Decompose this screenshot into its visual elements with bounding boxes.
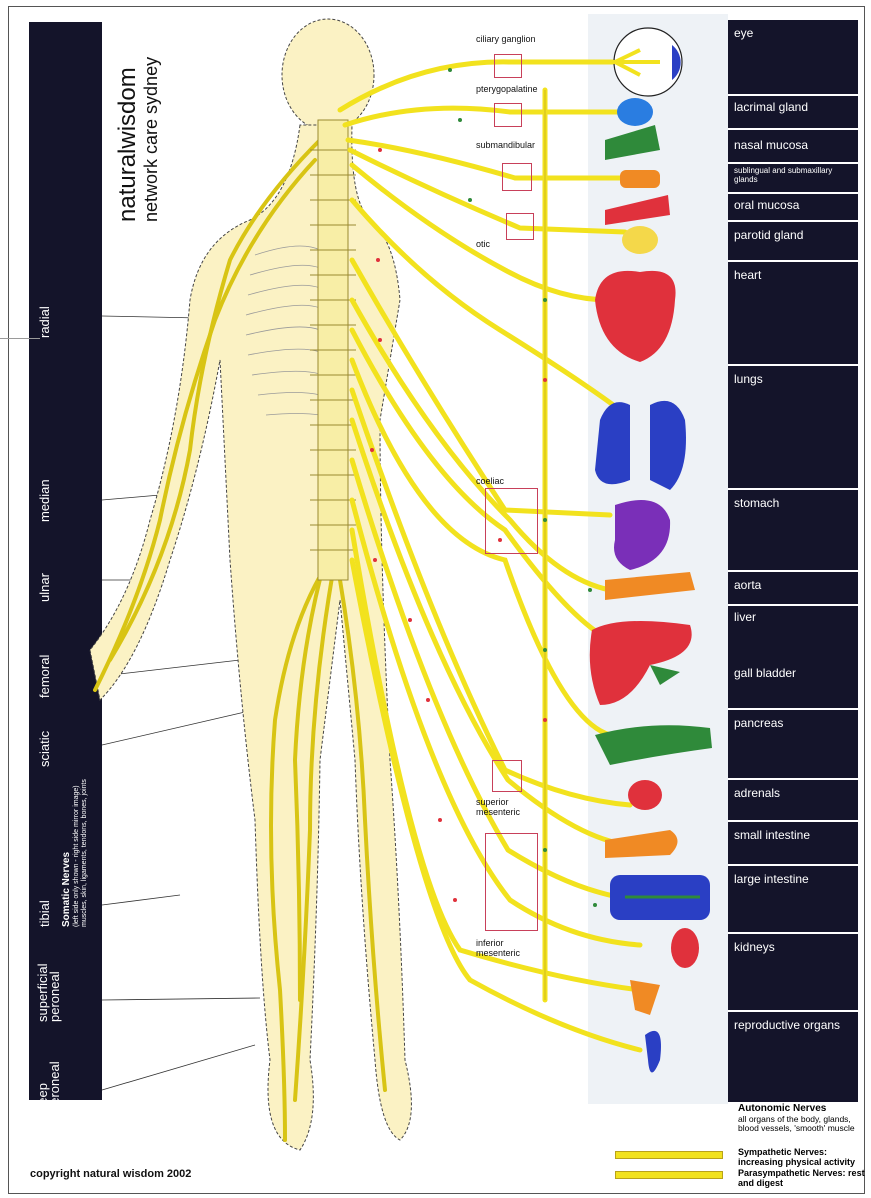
organ-lungs [595,401,686,490]
separator [728,778,858,780]
organ-label-small-intestine: small intestine [734,828,810,842]
legend-sympathetic-swatch [615,1151,723,1159]
ganglion-box-superior-mesenteric [492,760,522,792]
ganglion-label-coeliac: coeliac [476,476,504,486]
ganglion-label-inferior-mesenteric: inferior mesenteric [476,938,536,958]
ganglion-label-superior-mesenteric: superior mesenteric [476,797,536,817]
ganglion-label-submandibular: submandibular [476,140,535,150]
separator [728,488,858,490]
separator [728,192,858,194]
ganglion-box-pterygopalatine [494,103,522,127]
separator [728,570,858,572]
organ-label-eye: eye [734,26,753,40]
separator [728,94,858,96]
organ-kidneys [630,928,699,1015]
brand-name: naturalwisdom [115,57,141,222]
organ-heart [595,271,676,362]
organ-sublingual-glands [620,170,660,188]
ganglion-box-coeliac [485,488,538,554]
separator [728,864,858,866]
separator [728,364,858,366]
ganglion-label-ciliary: ciliary ganglion [476,34,536,44]
organ-label-gall-bladder: gall bladder [734,666,796,680]
separator [728,932,858,934]
organ-pancreas [595,725,712,765]
organ-adrenals [628,780,662,810]
organ-labels-bar: eye lacrimal gland nasal mucosa sublingu… [728,20,858,1102]
ganglion-box-ciliary [494,54,522,78]
organ-label-sublingual: sublingual and submaxillary glands [734,166,854,184]
organ-label-oral-mucosa: oral mucosa [734,198,799,212]
ganglion-box-otic [506,213,534,240]
legend-autonomic-description: all organs of the body, glands, blood ve… [738,1115,864,1133]
legend-sympathetic: Sympathetic Nerves: increasing physical … [738,1147,870,1167]
organ-label-heart: heart [734,268,761,282]
organ-lacrimal-gland [617,98,653,126]
ganglion-label-pterygopalatine: pterygopalatine [476,84,538,94]
organ-reproductive [645,1031,661,1073]
organ-label-lungs: lungs [734,372,763,386]
copyright-notice: copyright natural wisdom 2002 [30,1168,191,1180]
ganglion-label-otic: otic [476,239,490,249]
organ-liver [590,621,692,705]
organ-label-adrenals: adrenals [734,786,780,800]
organ-label-kidneys: kidneys [734,940,775,954]
organ-label-lacrimal-gland: lacrimal gland [734,100,808,114]
nerve-markers [370,68,597,907]
legend-parasympathetic-swatch [615,1171,723,1179]
separator [728,162,858,164]
organ-parotid-gland [622,226,658,254]
brand: naturalwisdom network care sydney [115,57,161,222]
separator [728,128,858,130]
organ-oral-mucosa [605,195,670,225]
separator [728,820,858,822]
separator [728,260,858,262]
ganglion-box-inferior-mesenteric [485,833,538,931]
organ-label-liver: liver [734,610,756,624]
separator [728,1010,858,1012]
organ-label-pancreas: pancreas [734,716,783,730]
organ-stomach [614,500,670,570]
brand-subtitle: network care sydney [141,57,161,222]
organ-label-parotid-gland: parotid gland [734,228,803,242]
organ-label-nasal-mucosa: nasal mucosa [734,138,808,152]
legend-autonomic-title: Autonomic Nerves [738,1103,826,1114]
legend-parasympathetic: Parasympathetic Nerves: rest and digest [738,1168,870,1188]
organ-label-stomach: stomach [734,496,779,510]
organ-label-reproductive-organs: reproductive organs [734,1018,840,1032]
separator [728,604,858,606]
organ-nasal-mucosa [605,125,660,160]
organ-aorta [605,572,695,600]
separator [728,220,858,222]
organ-label-aorta: aorta [734,578,761,592]
organ-label-large-intestine: large intestine [734,872,809,886]
organ-small-intestine [605,830,678,858]
organ-eye [600,28,682,96]
ganglion-box-submandibular [502,163,532,191]
organ-large-intestine [610,875,710,920]
separator [728,708,858,710]
